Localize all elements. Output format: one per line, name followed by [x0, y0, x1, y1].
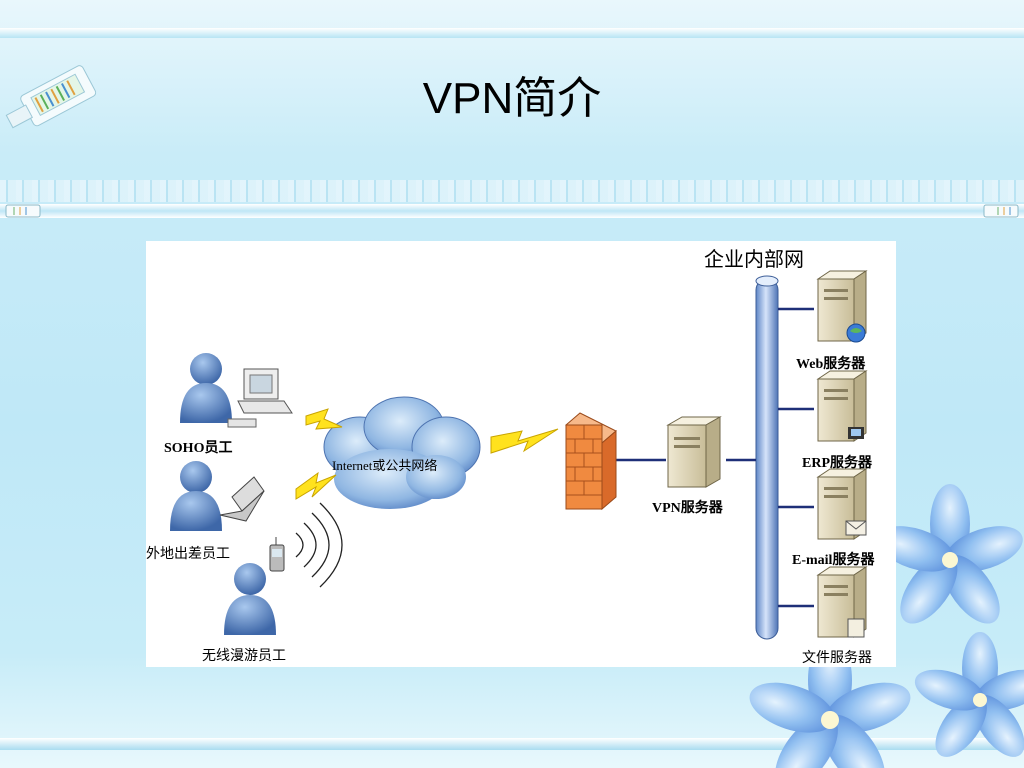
decorative-flowers	[749, 484, 1024, 768]
bolt-cloud-firewall	[490, 428, 559, 454]
vpn-server-icon	[666, 416, 722, 488]
web-server-label: Web服务器	[796, 357, 866, 372]
bolt-soho	[305, 408, 343, 430]
firewall-icon	[565, 412, 617, 511]
file-server-icon	[816, 566, 868, 638]
erp-server-label: ERP服务器	[802, 456, 872, 471]
bolt-traveler	[295, 471, 337, 500]
soho-user-icon	[180, 353, 293, 428]
diagram-graphics	[170, 270, 868, 640]
slide-title: VPN简介	[422, 74, 602, 123]
bottom-stripe	[0, 738, 1024, 750]
wireless-user-label: 无线漫游员工	[202, 649, 286, 664]
cable-end-right-icon	[983, 204, 1019, 218]
server-links	[616, 307, 814, 608]
connection-bolts	[295, 408, 559, 500]
cable-end-left-icon	[5, 204, 41, 218]
wireless-user-icon	[224, 537, 285, 635]
network-plug-icon	[5, 65, 97, 129]
email-server-label: E-mail服务器	[792, 553, 875, 568]
vpn-server-label: VPN服务器	[652, 501, 723, 516]
web-server-icon	[816, 270, 868, 343]
email-server-icon	[816, 468, 868, 540]
intranet-backbone	[755, 275, 779, 640]
soho-user-label: SOHO员工	[164, 441, 233, 456]
decorative-pattern-band	[0, 180, 1024, 202]
cloud-label: Internet或公共网络	[332, 458, 438, 473]
intranet-title: 企业内部网	[704, 249, 804, 271]
erp-server-icon	[816, 370, 868, 442]
wireless-waves-icon	[295, 502, 343, 588]
traveling-user-icon	[170, 461, 265, 531]
internet-cloud-icon	[323, 396, 481, 509]
top-stripe	[0, 28, 1024, 38]
file-server-label: 文件服务器	[802, 651, 872, 666]
traveling-user-label: 外地出差员工	[146, 547, 230, 562]
decorative-line-band	[0, 204, 1024, 218]
vpn-network-diagram: 企业内部网 Internet或公共网络 VPN服务器 Web服务器 ERP服务器…	[146, 241, 896, 667]
